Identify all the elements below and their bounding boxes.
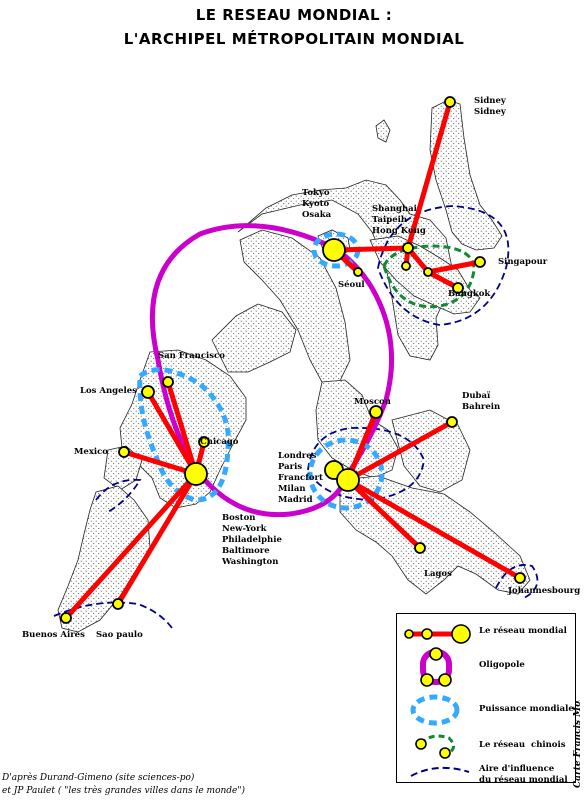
legend-label-influence: Aire d'influence du réseau mondial bbox=[479, 764, 568, 785]
node-hongkong bbox=[423, 267, 433, 277]
landmass-arctic-america bbox=[211, 303, 297, 373]
node-mexico bbox=[118, 446, 130, 458]
legend-symbols bbox=[404, 624, 471, 777]
node-lagos bbox=[414, 542, 426, 554]
node-boston bbox=[184, 462, 208, 486]
network-links bbox=[63, 99, 523, 621]
map-title-line2: L'ARCHIPEL MÉTROPOLITAIN MONDIAL bbox=[123, 30, 465, 48]
label-lagos: Lagos bbox=[424, 569, 452, 579]
landmass-new-zealand bbox=[375, 119, 391, 143]
label-chicago: Chicago bbox=[200, 437, 239, 447]
author-signature-text: Carte Francis Mondié bbox=[572, 700, 583, 788]
landmass-middle-east bbox=[391, 409, 471, 493]
node-shanghai bbox=[402, 242, 414, 254]
node-moscou bbox=[369, 405, 383, 419]
power-europe bbox=[307, 437, 385, 511]
influence-africa bbox=[495, 564, 539, 599]
oligopole-loop bbox=[149, 223, 395, 518]
node-buenos-aires bbox=[60, 612, 72, 624]
influence-americas-north bbox=[95, 478, 142, 513]
legend-symbol-china bbox=[415, 734, 455, 759]
label-tokyo: Tokyo Kyoto Osaka bbox=[302, 188, 332, 220]
power-north-america bbox=[137, 367, 231, 503]
label-seoul: Séoul bbox=[338, 280, 365, 290]
node-paris bbox=[336, 468, 360, 492]
legend-symbol-influence bbox=[410, 766, 470, 777]
influence-europe bbox=[307, 427, 425, 501]
legend-symbol-network bbox=[404, 624, 471, 644]
author-signature: Carte Francis Mondié bbox=[572, 700, 583, 788]
label-singapour: Singapour bbox=[498, 257, 548, 267]
node-dubai bbox=[446, 416, 458, 428]
label-boston: Boston New-York Philadelphie Baltimore W… bbox=[222, 513, 282, 567]
label-shanghai: Shanghai Taipeih Hong Kong bbox=[372, 204, 426, 236]
credit-line2: et JP Paulet ( "les très grandes villes … bbox=[2, 786, 246, 796]
map-title-line1: LE RESEAU MONDIAL : bbox=[195, 6, 393, 24]
node-san-francisco bbox=[162, 376, 174, 388]
label-buenos-aires: Buenos Aires bbox=[22, 630, 85, 640]
node-bangkok bbox=[452, 282, 464, 294]
node-los-angeles bbox=[141, 385, 155, 399]
legend-symbol-oligopole bbox=[420, 647, 452, 687]
node-sidney bbox=[444, 96, 456, 108]
node-sao-paulo bbox=[112, 598, 124, 610]
legend-label-china: Le réseau chinois bbox=[479, 740, 566, 750]
legend-label-power: Puissance mondiale bbox=[479, 704, 574, 714]
label-mexico: Mexico bbox=[74, 447, 108, 457]
node-chicago bbox=[198, 436, 210, 448]
legend-label-network: Le réseau mondial bbox=[479, 626, 567, 636]
label-sao-paulo: Sao paulo bbox=[96, 630, 143, 640]
label-moscou: Moscou bbox=[354, 397, 391, 407]
node-taipeih bbox=[401, 261, 411, 271]
label-sidney: Sidney Sidney bbox=[474, 96, 506, 117]
landmass-south-america bbox=[57, 485, 151, 633]
label-bangkok: Bangkok bbox=[448, 289, 491, 299]
label-londres: Londres Paris Francfort Milan Madrid bbox=[278, 451, 323, 505]
landmass-australia bbox=[429, 99, 503, 251]
legend-symbol-power bbox=[410, 694, 460, 726]
label-johannesbourg: Johannesbourg bbox=[508, 586, 581, 596]
label-dubai: Dubaï Bahrein bbox=[462, 391, 501, 412]
legend: Le réseau mondial Oligopole Puissance mo… bbox=[396, 613, 576, 785]
node-singapour bbox=[474, 256, 486, 268]
label-san-francisco: San Francisco bbox=[158, 351, 225, 361]
city-nodes bbox=[60, 96, 526, 624]
landmasses bbox=[57, 99, 531, 633]
legend-label-oligopole: Oligopole bbox=[479, 660, 525, 670]
node-johannesbourg bbox=[514, 572, 526, 584]
credit-line1: D'après Durand-Gimeno (site sciences-po) bbox=[2, 773, 195, 783]
node-seoul bbox=[353, 267, 363, 277]
label-los-angeles: Los Angeles bbox=[80, 386, 137, 396]
node-tokyo bbox=[322, 238, 346, 262]
landmass-africa bbox=[339, 475, 531, 595]
